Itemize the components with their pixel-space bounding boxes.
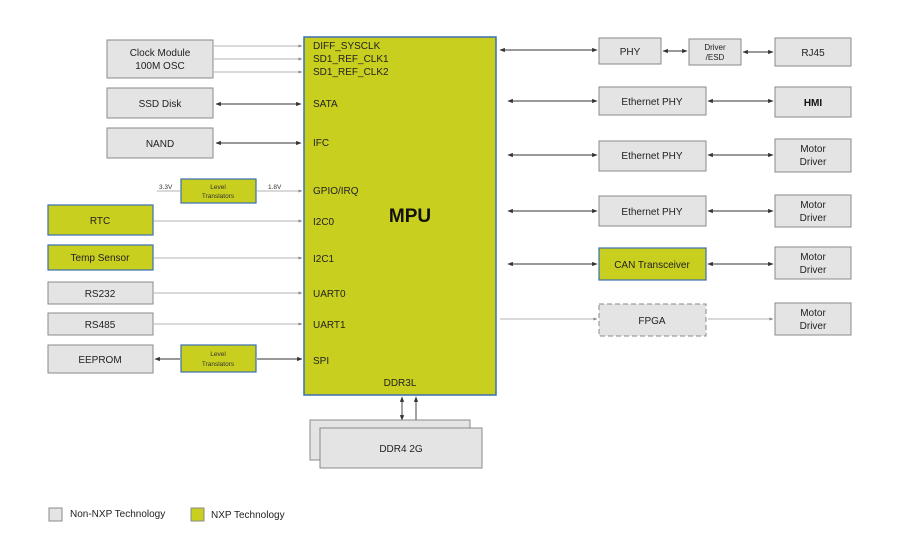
hmi-label: HMI: [804, 98, 823, 109]
can-transceiver-label: CAN Transceiver: [614, 260, 690, 271]
ddr4-label: DDR4 2G: [379, 444, 423, 455]
motor-driver-3-line1: Motor: [800, 252, 826, 263]
clock-module-box: Clock Module 100M OSC: [106, 39, 214, 79]
driver-esd-line2: /ESD: [706, 53, 725, 62]
phy-box: PHY: [598, 37, 662, 65]
fpga-box: FPGA: [598, 303, 707, 337]
legend-nxp-label: NXP Technology: [211, 510, 285, 521]
rj45-box: RJ45: [774, 37, 852, 67]
port-sata: SATA: [313, 99, 338, 110]
motor-driver-2-line2: Driver: [800, 213, 827, 224]
motor-driver-1-line2: Driver: [800, 157, 827, 168]
mpu-title: MPU: [389, 206, 431, 227]
rj45-label: RJ45: [801, 48, 825, 59]
ethernet-phy-2-box: Ethernet PHY: [598, 140, 707, 172]
driver-esd-line1: Driver: [704, 43, 726, 52]
voltage-1v8-label: 1.8V: [268, 184, 282, 191]
phy-label: PHY: [620, 47, 641, 58]
level-translators-1-line1: Level: [210, 184, 226, 191]
motor-driver-1-line1: Motor: [800, 144, 826, 155]
ethernet-phy-2-label: Ethernet PHY: [621, 151, 682, 162]
driver-esd-box: Driver /ESD: [688, 38, 742, 66]
rtc-box: RTC: [47, 204, 154, 236]
motor-driver-4-box: Motor Driver: [774, 302, 852, 336]
clock-module-line2: 100M OSC: [135, 61, 184, 72]
ethernet-phy-3-box: Ethernet PHY: [598, 195, 707, 227]
level-translators-1-line2: Translators: [202, 193, 235, 200]
port-diff-sysclk: DIFF_SYSCLK: [313, 41, 381, 52]
port-uart1: UART1: [313, 320, 346, 331]
ddr4-block: DDR4 2G: [309, 419, 483, 469]
ethernet-phy-3-label: Ethernet PHY: [621, 207, 682, 218]
motor-driver-4-line1: Motor: [800, 308, 826, 319]
hmi-box: HMI: [774, 86, 852, 118]
level-translators-2-box: Level Translators: [180, 344, 257, 373]
motor-driver-4-line2: Driver: [800, 321, 827, 332]
port-uart0: UART0: [313, 289, 346, 300]
clock-module-line1: Clock Module: [130, 48, 191, 59]
rs232-box: RS232: [47, 281, 154, 305]
temp-sensor-label: Temp Sensor: [71, 253, 131, 264]
ssd-disk-box: SSD Disk: [106, 87, 214, 119]
port-i2c0: I2C0: [313, 217, 335, 228]
fpga-label: FPGA: [638, 316, 666, 327]
rs485-label: RS485: [85, 320, 116, 331]
level-translators-1-box: Level Translators: [180, 178, 257, 204]
eeprom-box: EEPROM: [47, 344, 154, 374]
nand-label: NAND: [146, 139, 174, 150]
motor-driver-2-line1: Motor: [800, 200, 826, 211]
level-translators-2-line2: Translators: [202, 361, 235, 368]
rtc-label: RTC: [90, 216, 110, 227]
legend-swatch-non-nxp: [48, 507, 63, 522]
port-spi: SPI: [313, 356, 329, 367]
legend-swatch-nxp: [190, 507, 205, 522]
ethernet-phy-1-label: Ethernet PHY: [621, 97, 682, 108]
temp-sensor-box: Temp Sensor: [47, 244, 154, 271]
port-ifc: IFC: [313, 138, 329, 149]
nand-box: NAND: [106, 127, 214, 159]
legend: Non-NXP Technology NXP Technology: [48, 507, 285, 522]
motor-driver-3-box: Motor Driver: [774, 246, 852, 280]
port-gpio-irq: GPIO/IRQ: [313, 186, 359, 197]
mpu-port-labels: DIFF_SYSCLK SD1_REF_CLK1 SD1_REF_CLK2 SA…: [313, 41, 389, 367]
ssd-disk-label: SSD Disk: [139, 99, 183, 110]
rs232-label: RS232: [85, 289, 116, 300]
eeprom-label: EEPROM: [78, 355, 121, 366]
level-translators-2-line1: Level: [210, 351, 226, 358]
rs485-box: RS485: [47, 312, 154, 336]
legend-non-nxp-label: Non-NXP Technology: [70, 509, 165, 520]
port-sd1-ref-clk2: SD1_REF_CLK2: [313, 67, 389, 78]
motor-driver-3-line2: Driver: [800, 265, 827, 276]
can-transceiver-box: CAN Transceiver: [598, 247, 707, 281]
port-i2c1: I2C1: [313, 254, 335, 265]
voltage-3v3-label: 3.3V: [159, 184, 173, 191]
mpu-ddr3l-label: DDR3L: [384, 378, 417, 389]
motor-driver-2-box: Motor Driver: [774, 194, 852, 228]
motor-driver-1-box: Motor Driver: [774, 138, 852, 173]
ethernet-phy-1-box: Ethernet PHY: [598, 86, 707, 116]
mpu-block: MPU DDR3L: [303, 36, 497, 396]
port-sd1-ref-clk1: SD1_REF_CLK1: [313, 54, 389, 65]
